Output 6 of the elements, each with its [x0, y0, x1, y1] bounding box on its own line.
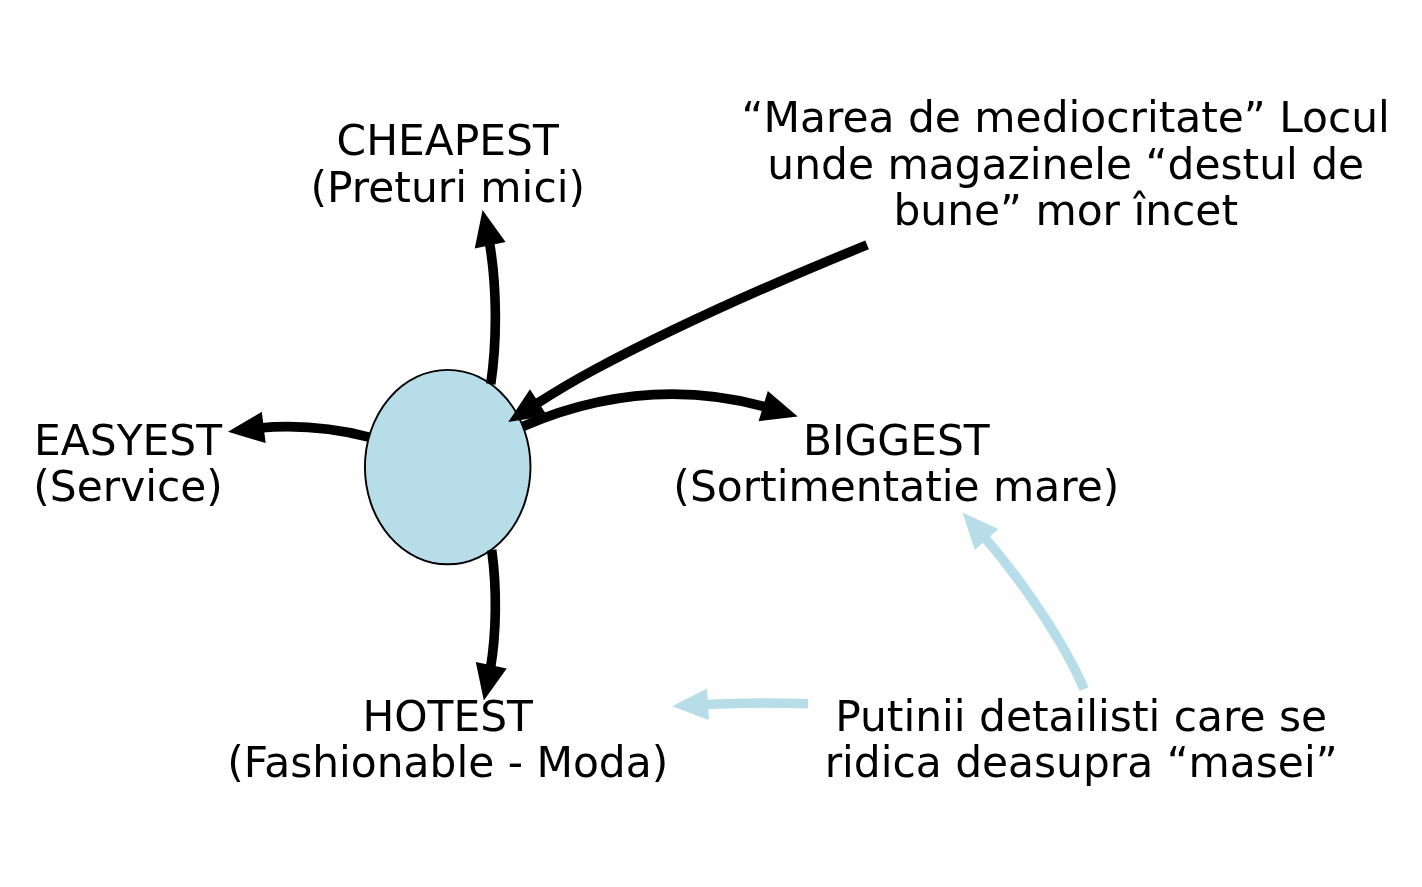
node-text: HOTEST (Fashionable - Moda)	[227, 691, 669, 787]
node-text: “Marea de mediocritate” Locul unde magazinele “destul de bune” mor încet	[741, 92, 1390, 235]
node-text: CHEAPEST (Preturi mici)	[310, 115, 585, 212]
node-text: Putinii detailisti care se ridica deasupra “masei”	[824, 691, 1338, 787]
node-text: BIGGEST (Sortimentatie mare)	[673, 415, 1120, 511]
node-text: EASYEST (Service)	[33, 415, 223, 511]
